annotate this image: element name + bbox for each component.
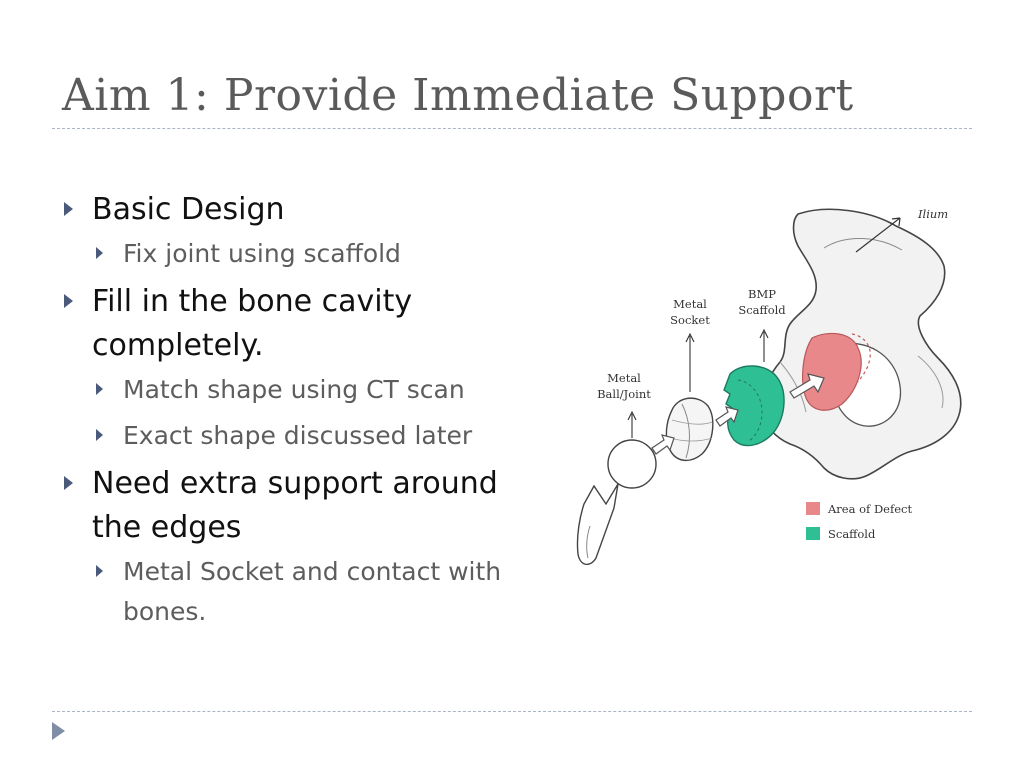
legend-swatch-defect — [806, 502, 820, 515]
legend-swatch-scaffold — [806, 527, 820, 540]
sub-bullet-text: Fix joint using scaffold — [123, 239, 401, 268]
sub-bullet-arrow-icon — [96, 247, 103, 259]
sub-bullet-arrow-icon — [96, 383, 103, 395]
slide-title: Aim 1: Provide Immediate Support — [62, 70, 854, 121]
legend-label-defect: Area of Defect — [827, 502, 912, 516]
metal-socket — [665, 397, 714, 461]
figure-legend: Area of Defect Scaffold — [806, 502, 912, 541]
hip-implant-diagram: Ilium — [566, 186, 986, 586]
pelvis-bone — [760, 208, 962, 480]
ilium-pointer — [855, 217, 901, 253]
sub-bullet-text: Exact shape discussed later — [123, 421, 473, 450]
bullet-fill-cavity: Fill in the bone cavity completely. — [62, 280, 542, 368]
bullet-arrow-icon — [64, 294, 73, 308]
bullet-arrow-icon — [64, 476, 73, 490]
ilium-label: Ilium — [917, 207, 948, 221]
hip-implant-illustration: Ilium — [576, 207, 962, 565]
bullet-text: Need extra support around the edges — [92, 466, 498, 545]
metal-socket-label-line1: Metal — [673, 297, 707, 311]
sub-bullet-text: Match shape using CT scan — [123, 375, 465, 404]
sub-bullet-arrow-icon — [96, 429, 103, 441]
bullet-extra-support: Need extra support around the edges — [62, 462, 542, 550]
bullet-list: Basic Design Fix joint using scaffold Fi… — [62, 188, 542, 638]
ball-to-socket-arrow — [651, 434, 675, 455]
footer-divider — [52, 711, 972, 712]
metal-ball-label-line1: Metal — [607, 371, 641, 385]
footer-arrow-icon — [52, 722, 65, 740]
metal-socket-label-line2: Socket — [670, 313, 710, 327]
sub-bullet-text: Metal Socket and contact with bones. — [123, 557, 502, 626]
metal-ball-joint — [576, 439, 657, 565]
sub-bullet-exact-shape: Exact shape discussed later — [62, 416, 542, 456]
bmp-scaffold-label-line1: BMP — [748, 287, 776, 301]
bullet-arrow-icon — [64, 202, 73, 216]
bullet-text: Basic Design — [92, 192, 285, 227]
sub-bullet-metal-socket: Metal Socket and contact with bones. — [62, 552, 542, 632]
bullet-basic-design: Basic Design — [62, 188, 542, 232]
legend-label-scaffold: Scaffold — [828, 527, 876, 541]
metal-ball-label-line2: Ball/Joint — [597, 387, 651, 401]
sub-bullet-match-shape: Match shape using CT scan — [62, 370, 542, 410]
sub-bullet-arrow-icon — [96, 565, 103, 577]
sub-bullet-fix-joint: Fix joint using scaffold — [62, 234, 542, 274]
bullet-text: Fill in the bone cavity completely. — [92, 284, 413, 363]
scaffold-to-defect-arrow — [789, 373, 825, 399]
title-divider — [52, 128, 972, 129]
socket-to-scaffold-arrow — [715, 406, 739, 427]
bmp-scaffold-label-line2: Scaffold — [738, 303, 786, 317]
